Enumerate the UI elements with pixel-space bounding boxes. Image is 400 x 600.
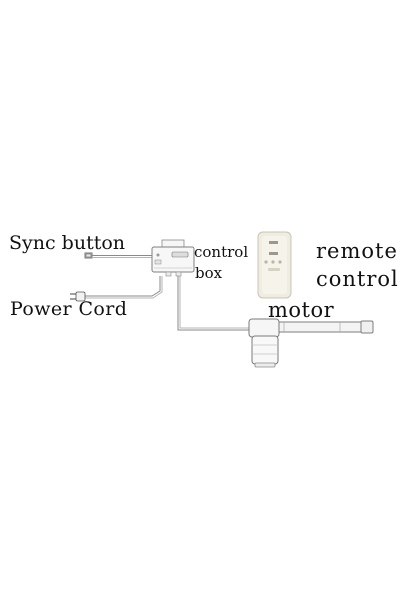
sync-button-icon [85, 253, 92, 258]
power-cord [84, 276, 163, 299]
remote-control-label-line1: remote [316, 239, 398, 263]
control-box-label-line1: control [194, 243, 249, 261]
sync-button-label: Sync button [9, 232, 126, 254]
power-plug-icon [70, 291, 86, 302]
control-box-label-line2: box [195, 264, 223, 282]
linear-actuator-motor [248, 318, 374, 368]
motor-label: motor [268, 298, 335, 322]
remote-control [257, 231, 292, 299]
power-cord-label: Power Cord [10, 298, 128, 320]
motor-cable [177, 276, 249, 331]
control-box [151, 239, 195, 277]
remote-control-label-line2: control [316, 267, 399, 291]
